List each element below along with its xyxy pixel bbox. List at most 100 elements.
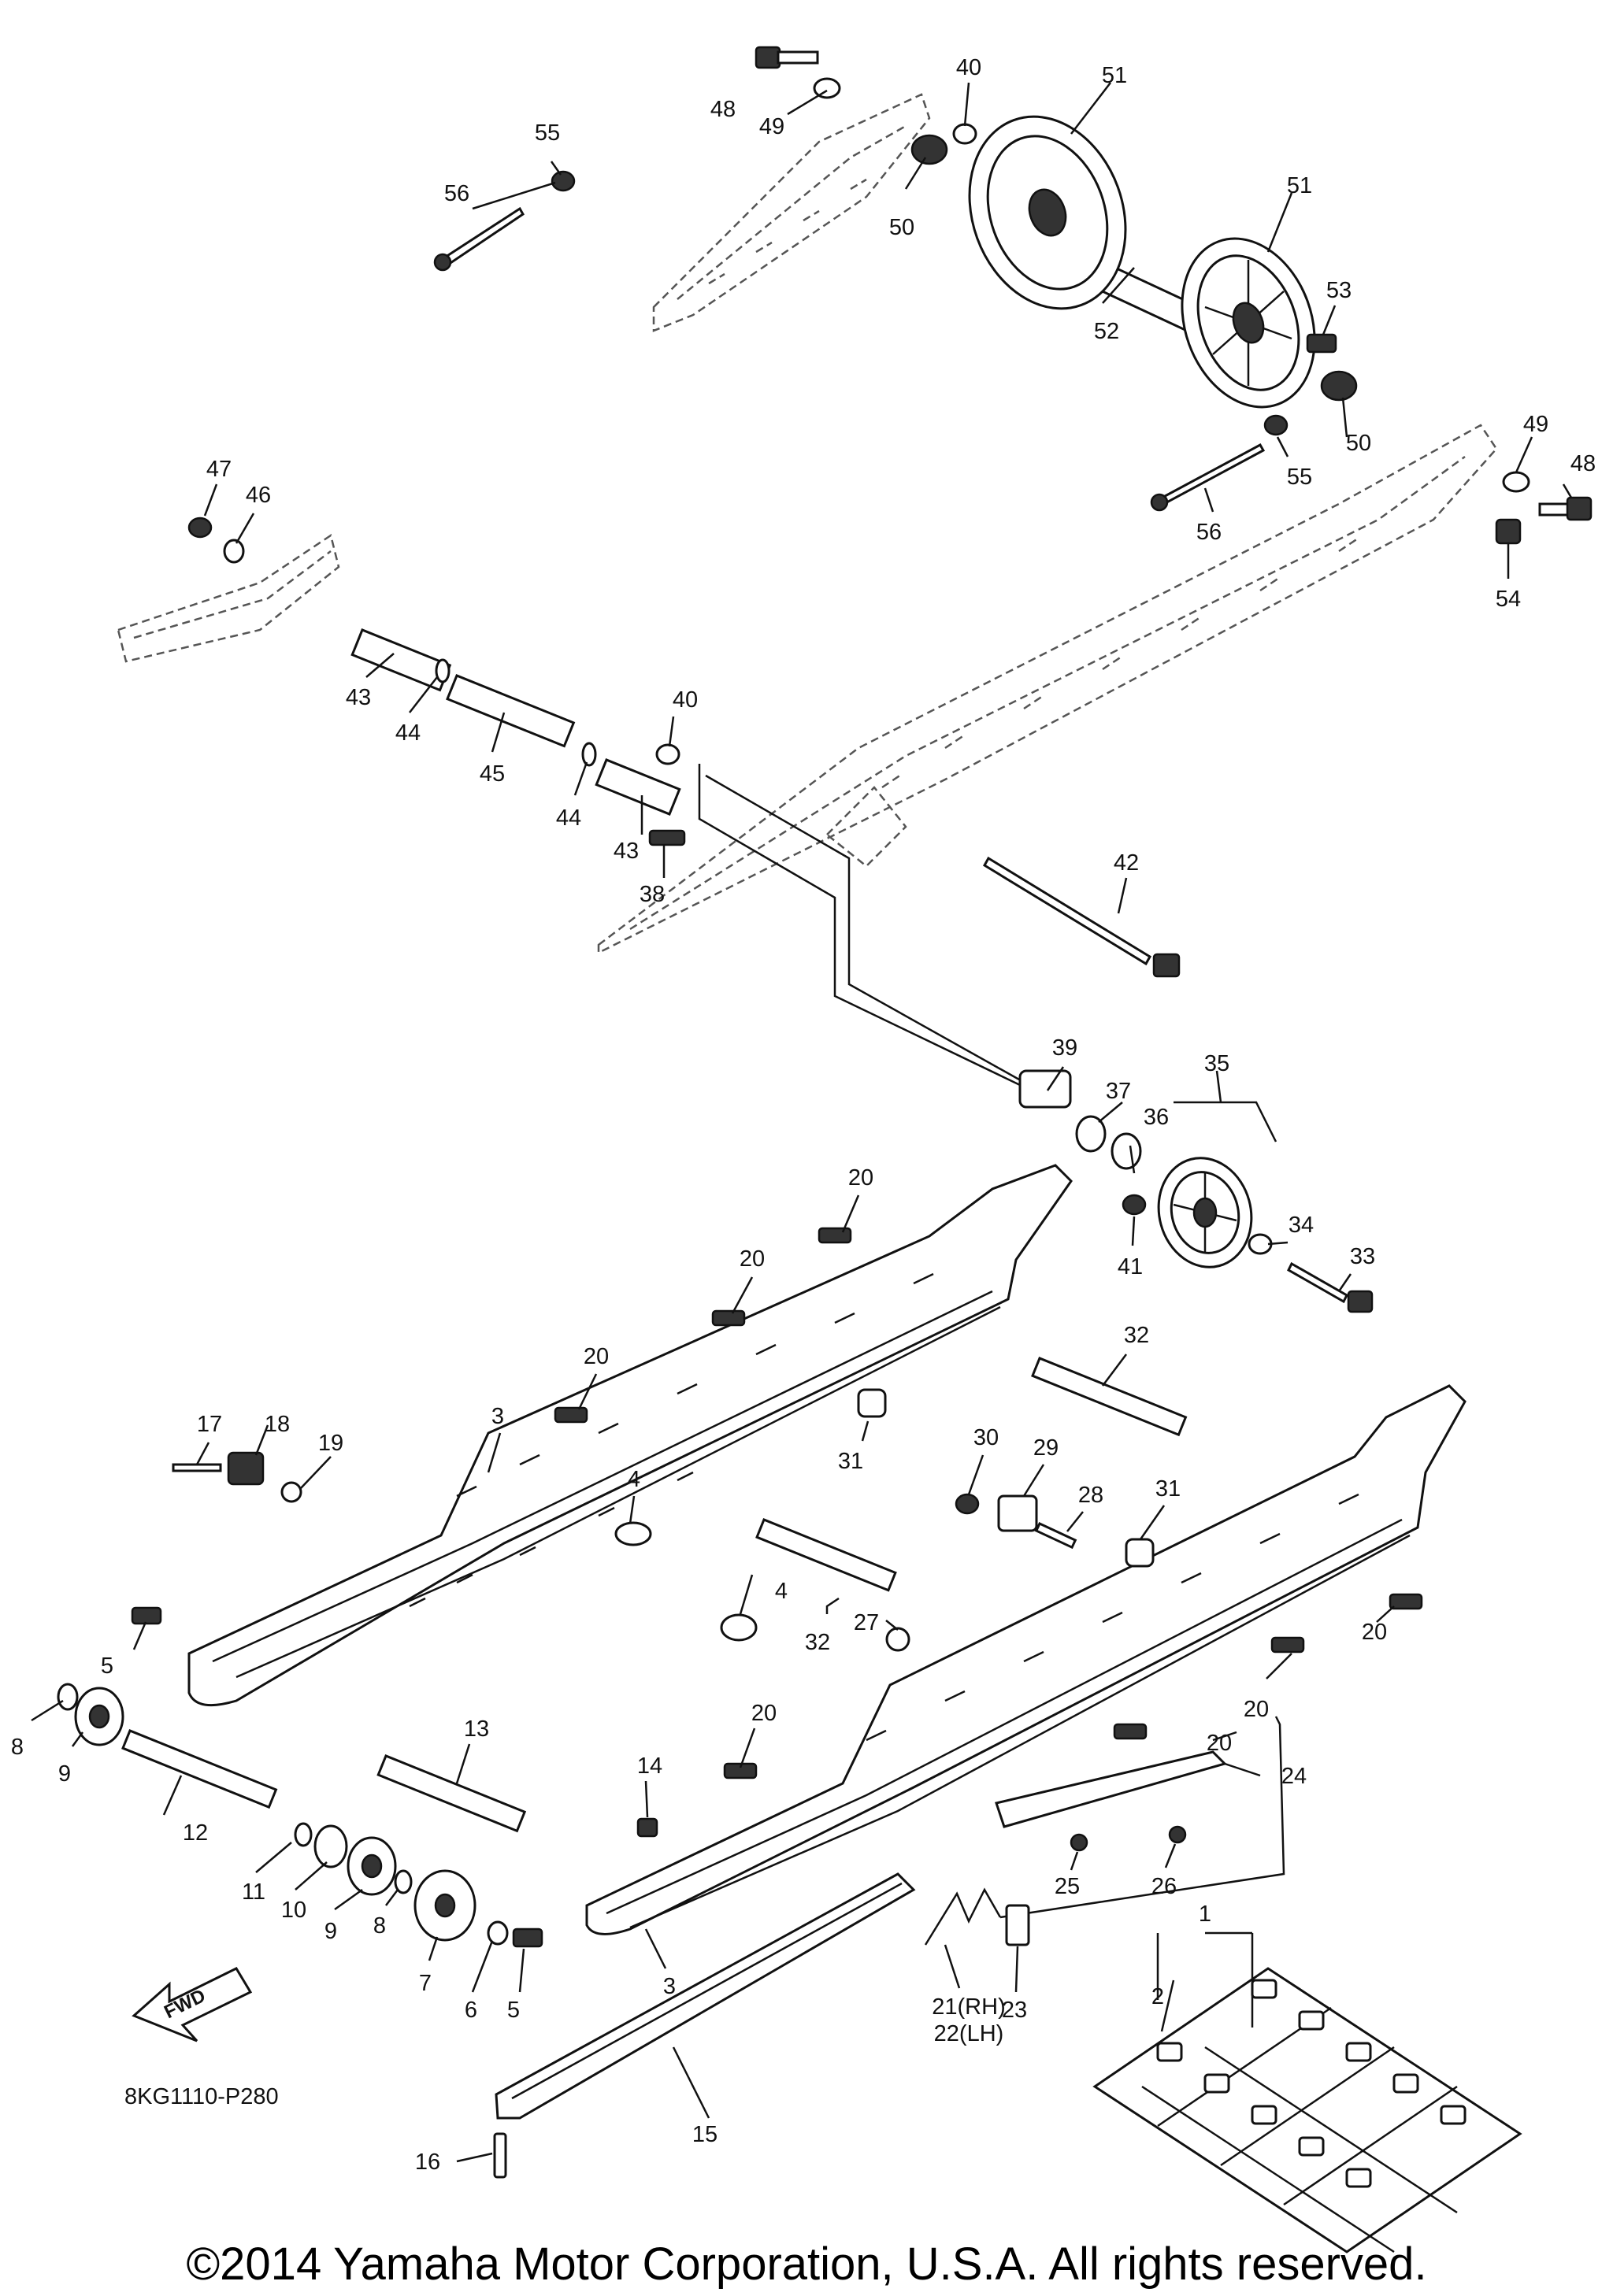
callout: 9 (324, 1919, 337, 1944)
stopper-29 (997, 1494, 1038, 1532)
callout: 19 (318, 1431, 343, 1456)
bolt-56-right (1150, 443, 1266, 512)
slide-rail-3-right (585, 1384, 1467, 1935)
bearing-9-right (347, 1836, 397, 1896)
stopper-18 (227, 1451, 265, 1486)
bolt-33 (1287, 1261, 1374, 1313)
nut-19 (280, 1481, 302, 1503)
shaft-45 (446, 674, 576, 748)
collar-27 (885, 1627, 910, 1652)
callout: 10 (281, 1898, 306, 1923)
bracket-50-right (1320, 370, 1358, 402)
callout: 40 (956, 55, 981, 80)
callout: 2 (1151, 1984, 1164, 2009)
shaft-13 (376, 1754, 527, 1833)
callout: 4 (628, 1467, 640, 1492)
block-54 (1495, 518, 1522, 545)
callout: 24 (1281, 1764, 1307, 1789)
bolt-20-g (723, 1762, 758, 1779)
callout: 32 (1124, 1323, 1149, 1348)
callout: 5 (507, 1998, 520, 2023)
bearing-10 (313, 1824, 348, 1868)
rear-idler-wheel-51-rear (1181, 237, 1316, 409)
bolt-38 (648, 829, 686, 846)
clip-8-left (57, 1683, 79, 1711)
collar-23 (1005, 1904, 1030, 1946)
track-lugs (1156, 1979, 1467, 2188)
washer-49-top (813, 77, 841, 99)
callout: 54 (1496, 587, 1521, 612)
screw-16 (493, 2132, 507, 2179)
bolt-20-b (711, 1309, 746, 1327)
track-1 (1092, 1967, 1522, 2253)
callout: 50 (889, 215, 914, 240)
callout: 38 (640, 882, 665, 907)
ring-44-left (435, 658, 451, 683)
callout: 28 (1078, 1483, 1103, 1508)
nut-41 (1122, 1194, 1147, 1216)
callout: 32 (805, 1630, 830, 1655)
leader-lines (31, 82, 1573, 2163)
upper-front-rail-left (117, 533, 340, 663)
callout: 20 (848, 1165, 873, 1191)
bolt-20-c (554, 1406, 588, 1424)
callout: 46 (246, 483, 271, 508)
callout: 44 (556, 805, 581, 831)
callout: 15 (692, 2122, 718, 2147)
bolt-53 (1306, 333, 1337, 354)
pin-17 (172, 1463, 222, 1472)
callout: 4 (775, 1579, 788, 1604)
bolt-48-right (1538, 496, 1593, 521)
nut-30 (955, 1493, 980, 1515)
callout: 48 (1570, 451, 1596, 476)
axle-12 (121, 1729, 278, 1809)
bolt-28 (1034, 1522, 1077, 1550)
callout: 27 (854, 1610, 879, 1635)
callout: 47 (206, 457, 232, 482)
callout: 3 (491, 1404, 504, 1429)
callout: 20 (740, 1246, 765, 1272)
ring-44-right (581, 742, 597, 767)
callout: 13 (464, 1716, 489, 1742)
rear-idler-wheel-51-front (968, 115, 1127, 310)
plate-24 (995, 1750, 1227, 1828)
upper-rear-rail-left (652, 93, 931, 332)
callout: 11 (242, 1879, 265, 1905)
callout: 49 (1523, 412, 1548, 437)
callout: 20 (751, 1701, 777, 1726)
bolt-42 (982, 856, 1181, 978)
callout: 20 (584, 1344, 609, 1369)
callout: 55 (1287, 465, 1312, 490)
callout: 43 (346, 685, 371, 710)
callout: 30 (973, 1425, 999, 1450)
callout: 7 (419, 1971, 432, 1996)
upper-rear-rail-right (597, 424, 1498, 955)
callout: 29 (1033, 1435, 1059, 1461)
callout: 44 (395, 720, 421, 746)
callout: 20 (1207, 1731, 1232, 1756)
washer-34 (1248, 1233, 1273, 1255)
callout: 31 (838, 1449, 863, 1474)
callout: 40 (673, 687, 698, 713)
callout: 36 (1144, 1105, 1169, 1130)
nut-55-right (1263, 414, 1289, 436)
diagram-code: 8KG1110-P280 (124, 2084, 279, 2109)
nut-47 (187, 517, 213, 539)
callout: 18 (265, 1412, 290, 1437)
callout: 56 (1196, 520, 1222, 545)
bearing-9-left (74, 1687, 124, 1746)
callout: 37 (1106, 1079, 1131, 1104)
torsion-spring-21-22 (924, 1716, 1285, 1946)
nut-40-mid (655, 743, 680, 765)
callout: 42 (1114, 850, 1139, 876)
callout: 31 (1155, 1476, 1181, 1502)
callout: 45 (480, 761, 505, 787)
bolt-20-e (1270, 1636, 1305, 1653)
copyright-notice: ©2014 Yamaha Motor Corporation, U.S.A. A… (186, 2239, 1427, 2290)
clip-8-right (394, 1869, 413, 1894)
fwd-arrow-icon: FWD (132, 1967, 253, 2042)
collar-6 (487, 1920, 509, 1946)
callout: 52 (1094, 319, 1119, 344)
bolt-5-right (512, 1928, 543, 1948)
